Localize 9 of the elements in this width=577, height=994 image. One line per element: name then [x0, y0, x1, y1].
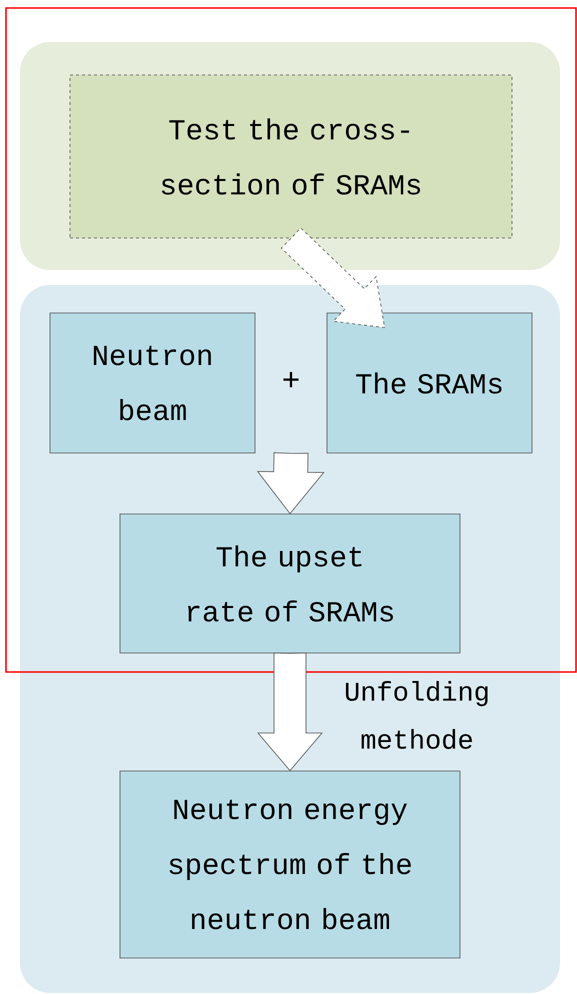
block-arrow [257, 652, 323, 772]
edge-label: Unfolding methode [328, 680, 506, 750]
block-arrow [256, 452, 325, 514]
process-box: Neutron energy spectrum of the neutron beam [120, 770, 460, 958]
dashed-box: Test the cross-section of SRAMs [70, 74, 512, 238]
process-box: The SRAMs [326, 312, 532, 454]
plus-sign: + [283, 372, 298, 388]
process-box: Neutron beam [50, 312, 256, 454]
process-box: The upset rate of SRAMs [120, 514, 460, 654]
